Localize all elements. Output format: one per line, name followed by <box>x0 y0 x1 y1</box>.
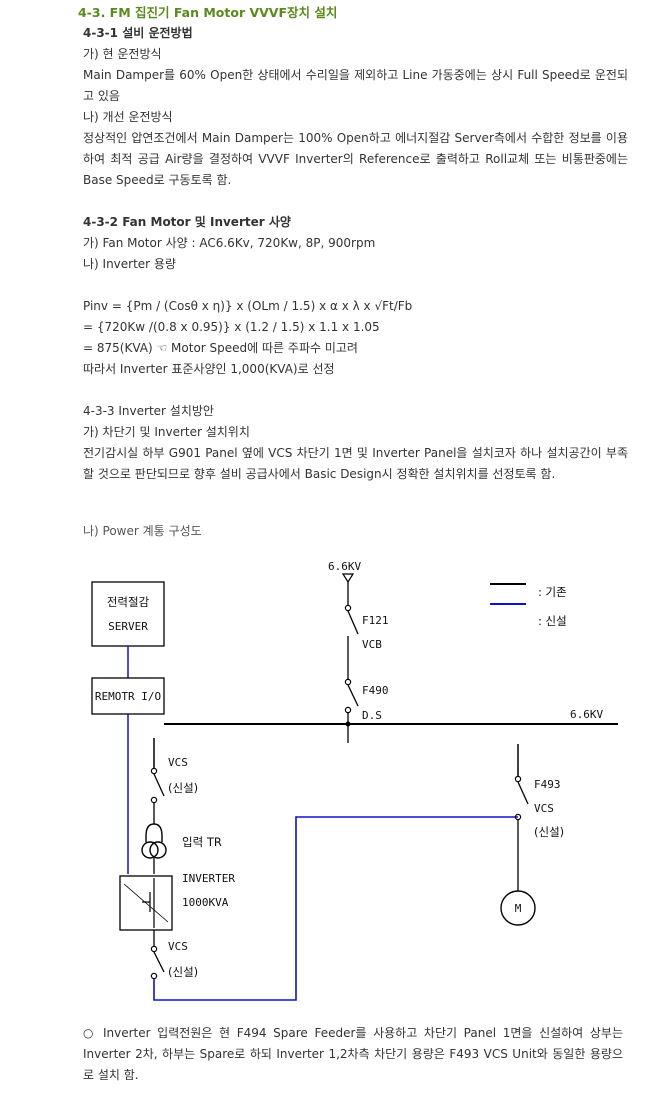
vcs-right-new-label: (신설) <box>534 825 564 839</box>
heading-4-3-2: 4-3-2 Fan Motor 및 Inverter 사양 <box>83 215 291 229</box>
current-method-label: 가) 현 운전방식 <box>83 47 162 61</box>
input-tr-arc <box>145 823 163 842</box>
server-label-1: 전력절감 <box>107 595 150 609</box>
motor-label: M <box>515 902 522 915</box>
current-method-text: Main Damper를 60% Open한 상태에서 수리일을 제외하고 Li… <box>83 68 628 103</box>
input-tr-coil-2 <box>149 841 167 859</box>
inverter-kva-label: 1000KVA <box>182 896 229 909</box>
bus-junction <box>345 721 351 727</box>
inverter-box <box>119 875 173 931</box>
server-box <box>91 581 165 647</box>
formula-line-2: = {720Kw /(0.8 x 0.95)} x (1.2 / 1.5) x … <box>83 320 380 334</box>
inverter-label: INVERTER <box>182 872 235 885</box>
server-label-2: SERVER <box>108 620 148 633</box>
vcs-upper-switch <box>153 773 165 797</box>
remote-io-label: REMOTR I/O <box>95 690 161 703</box>
install-location-label: 가) 차단기 및 Inverter 설치위치 <box>83 425 250 439</box>
f121-label: F121 <box>362 614 389 627</box>
fan-motor-spec: 가) Fan Motor 사양 : AC6.6Kv, 720Kw, 8P, 90… <box>83 236 376 250</box>
new-power-line <box>153 816 518 1001</box>
heading-4-3-1: 4-3-1 설비 운전방법 <box>83 26 193 40</box>
vcs-lower-switch <box>153 951 165 973</box>
power-system-diagram: : 기존 : 신설 전력절감 SERVER REMOTR I/O 6.6KV 6… <box>80 552 640 1022</box>
bus-voltage-label: 6.6KV <box>570 708 603 721</box>
f121-switch <box>347 610 359 635</box>
note-paragraph: ○ Inverter 입력전원은 현 F494 Spare Feeder를 사용… <box>83 1026 623 1082</box>
vcb-label: VCB <box>362 638 382 651</box>
source-voltage-label: 6.6KV <box>328 560 361 573</box>
motor-icon <box>500 890 536 926</box>
formula-line-3: = 875(KVA) ☜ Motor Speed에 따른 주파수 미고려 <box>83 341 358 355</box>
legend-new-text: : 신설 <box>538 614 567 628</box>
formula-line-1: Pinv = {Pm / (Cosθ x η)} x (OLm / 1.5) x… <box>83 299 413 313</box>
f490-switch <box>347 684 359 707</box>
f493-label: F493 <box>534 778 561 791</box>
vcs-right-label: VCS <box>534 802 554 815</box>
formula-conclusion: 따라서 Inverter 표준사양인 1,000(KVA)로 선정 <box>83 362 335 376</box>
install-location-text: 전기감시실 하부 G901 Panel 옆에 VCS 차단기 1면 및 Inve… <box>83 446 628 481</box>
power-diagram-label: 나) Power 계통 구성도 <box>83 524 202 538</box>
f490-label: F490 <box>362 684 389 697</box>
f493-switch <box>517 781 529 805</box>
input-tr-label: 입력 TR <box>182 835 222 849</box>
single-line-diagram-svg: : 기존 : 신설 전력절감 SERVER REMOTR I/O 6.6KV 6… <box>91 560 618 1001</box>
improved-method-label: 나) 개선 운전방식 <box>83 110 173 124</box>
ds-label: D.S <box>362 709 382 722</box>
inverter-capacity-label: 나) Inverter 용량 <box>83 257 177 271</box>
vcs-lower-new-label: (신설) <box>168 965 198 979</box>
section-title: 4-3. FM 집진기 Fan Motor VVVF장치 설치 <box>78 5 338 20</box>
heading-4-3-3: 4-3-3 Inverter 설치방안 <box>83 404 214 418</box>
vcs-lower-label: VCS <box>168 940 188 953</box>
input-tr-coil-1 <box>141 841 159 859</box>
improved-method-text: 정상적인 압연조건에서 Main Damper는 100% Open하고 에너지… <box>83 131 628 187</box>
vcs-upper-label: VCS <box>168 756 188 769</box>
source-arrow <box>341 573 355 584</box>
vcs-upper-new-label: (신설) <box>168 781 198 795</box>
legend-existing-text: : 기존 <box>538 585 567 599</box>
